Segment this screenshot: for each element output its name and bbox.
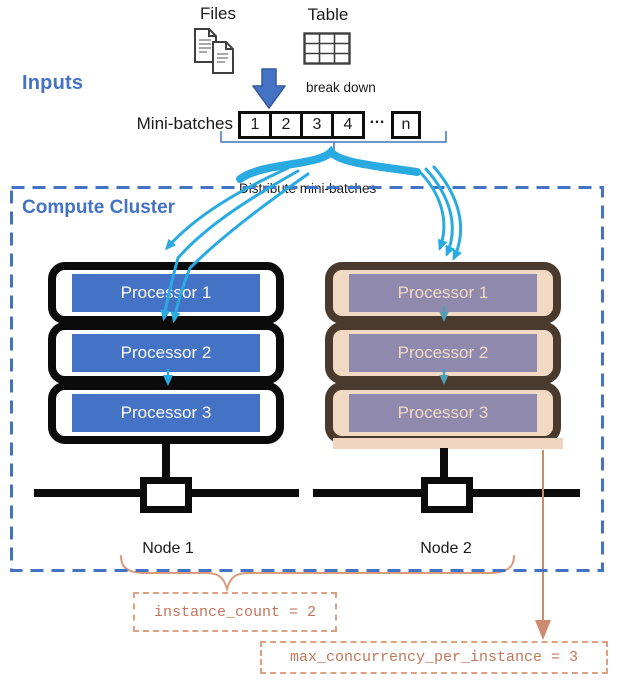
server-slab: Processor 3: [325, 382, 561, 444]
server-slab: Processor 2: [325, 322, 561, 384]
instance-count-box: instance_count = 2: [133, 592, 337, 632]
max-concurrency-arrow: [535, 450, 551, 640]
inputs-section-label: Inputs: [22, 72, 84, 94]
node-1-label: Node 1: [142, 540, 194, 557]
node-2-label: Node 2: [420, 540, 472, 557]
break-down-label: break down: [306, 80, 376, 95]
node-2-network-switch: [421, 477, 473, 513]
server-slab: Processor 3: [48, 382, 284, 444]
node-2-highlight-strip: [333, 438, 563, 449]
server-slab: Processor 1: [325, 262, 561, 324]
instance-count-brace: [120, 555, 515, 593]
processor-bar: Processor 2: [349, 334, 537, 372]
mini-batch-cell: 3: [300, 111, 334, 139]
mini-batch-cell: 1: [238, 111, 272, 139]
node-1-network-switch: [140, 477, 192, 513]
node-2: Processor 1 Processor 2 Processor 3: [325, 262, 561, 444]
mini-batch-cell-n: n: [391, 111, 421, 139]
mini-batch-ellipsis: …: [369, 110, 385, 127]
break-down-arrow-icon: [252, 68, 286, 109]
files-label: Files: [200, 4, 236, 23]
max-concurrency-box: max_concurrency_per_instance = 3: [260, 641, 608, 674]
node-2-network-stem: [440, 448, 448, 480]
processor-bar: Processor 2: [72, 334, 260, 372]
compute-cluster-title: Compute Cluster: [22, 197, 176, 218]
processor-bar: Processor 1: [349, 274, 537, 312]
processor-bar: Processor 1: [72, 274, 260, 312]
table-icon: [303, 32, 351, 66]
table-label: Table: [307, 5, 349, 24]
node-1-network-stem: [162, 444, 170, 480]
mini-batch-strip: 1 2 3 4: [238, 111, 365, 139]
processor-bar: Processor 3: [349, 394, 537, 432]
processor-bar: Processor 3: [72, 394, 260, 432]
files-icon: [192, 27, 242, 75]
mini-batches-label: Mini-batches: [136, 114, 233, 133]
server-slab: Processor 1: [48, 262, 284, 324]
mini-batch-cell: 4: [331, 111, 365, 139]
node-1: Processor 1 Processor 2 Processor 3: [48, 262, 284, 444]
distribute-mini-batches-label: Distribute mini-batches: [239, 181, 377, 196]
mini-batch-cell: 2: [269, 111, 303, 139]
server-slab: Processor 2: [48, 322, 284, 384]
